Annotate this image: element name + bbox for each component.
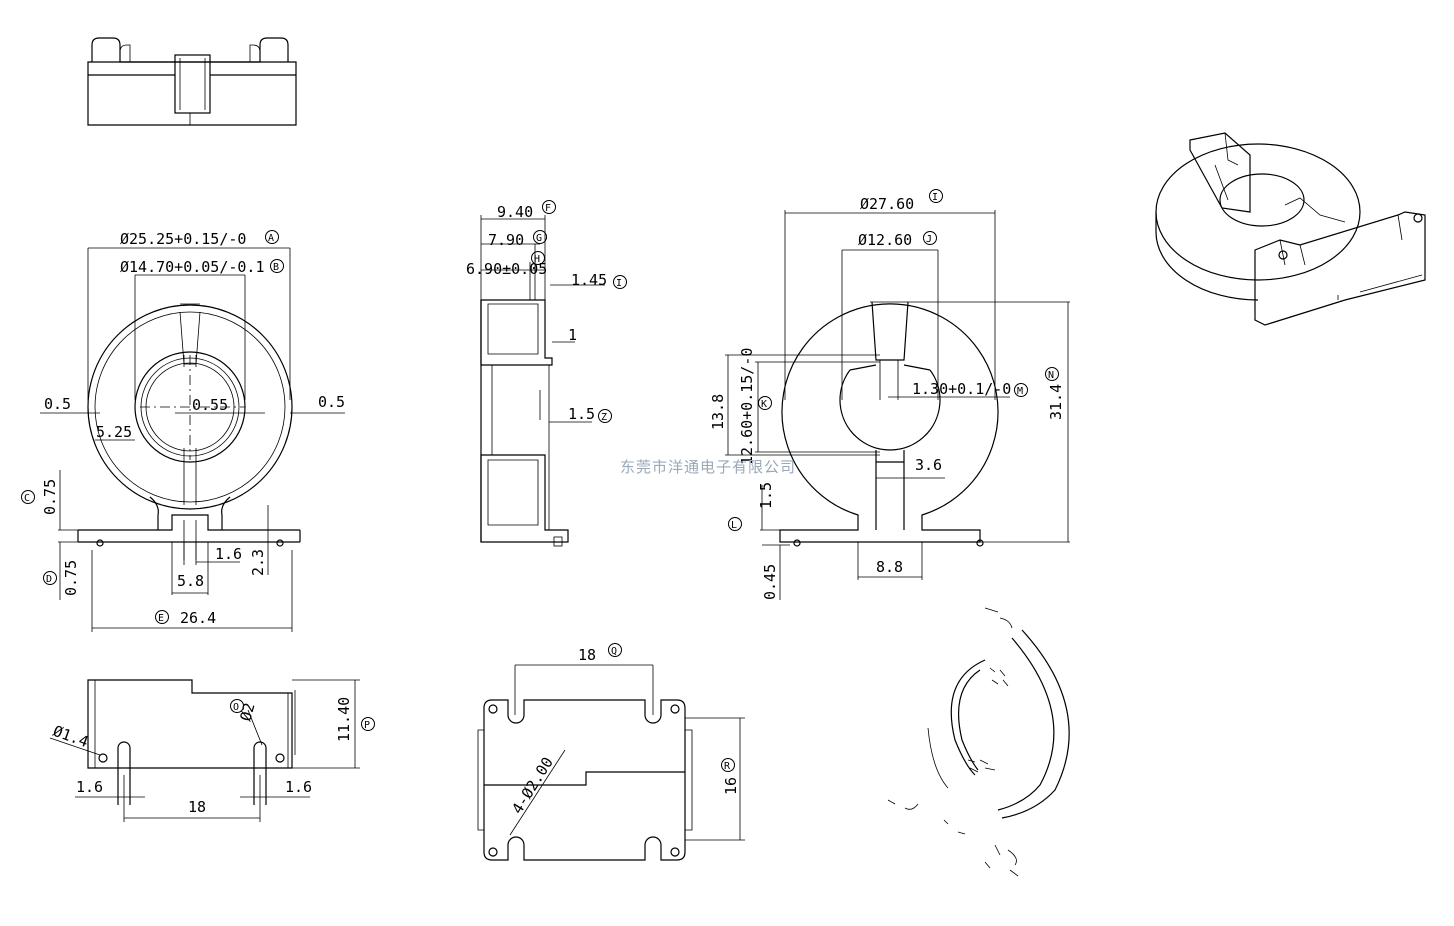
dim-core-height: 12.60+0.15/-0 <box>738 348 756 465</box>
section-view: Ø27.60 Ø12.60 31.4 13.8 12.60+0.15/-0 1.… <box>709 195 1070 600</box>
dim-inner-diameter: Ø14.70+0.05/-0.1 <box>120 258 265 276</box>
dim-flange: 1.45 <box>571 271 607 289</box>
dim-outer: Ø27.60 <box>860 195 914 213</box>
dim-inner-height: 13.8 <box>709 394 727 430</box>
marker-n: N <box>1048 370 1054 381</box>
dim-depth-body: 7.90 <box>488 231 524 249</box>
marker-h: H <box>534 254 540 265</box>
dim-wall-left: 0.5 <box>44 395 71 413</box>
marker-c: C <box>24 493 30 504</box>
base-view: 18 16 4-Ø2.00 <box>477 646 745 861</box>
dim-edge-right: 1.6 <box>285 778 312 796</box>
dim-depth-core: 6.90±0.05 <box>466 260 547 278</box>
curved-sketch <box>887 607 1070 877</box>
watermark: 东莞市洋通电子有限公司 <box>620 458 796 476</box>
dim-base-thick-bottom: 0.75 <box>62 560 80 596</box>
marker-z: Z <box>601 412 607 423</box>
marker-section-outer: I <box>932 192 938 203</box>
marker-q: Q <box>611 646 617 657</box>
dim-pin-spacing: 5.8 <box>177 572 204 590</box>
dim-width: 18 <box>578 646 596 664</box>
dim-height: 16 <box>722 777 740 795</box>
marker-p: P <box>364 720 370 731</box>
marker-r: R <box>724 761 731 772</box>
dim-inner-offset: 5.25 <box>96 423 132 441</box>
dim-center-gap: 0.55 <box>192 396 228 414</box>
isometric-view <box>1155 132 1426 326</box>
reference-markers: A B C D E F G H I I J K L M N O P Q R <box>21 189 1059 772</box>
dim-step: 1 <box>568 326 577 344</box>
marker-o: O <box>233 702 239 713</box>
dim-neck-width: 8.8 <box>876 558 903 576</box>
dim-edge-left: 1.6 <box>76 778 103 796</box>
marker-j: J <box>926 234 932 245</box>
top-view <box>87 37 297 126</box>
dim-hole-large: Ø2 <box>236 701 258 723</box>
marker-f: F <box>545 203 551 214</box>
dim-pin-spacing: 18 <box>188 798 206 816</box>
marker-k: K <box>761 399 767 410</box>
dim-height: 11.40 <box>335 697 353 742</box>
marker-l: L <box>731 520 737 531</box>
dim-total-width: 26.4 <box>180 609 216 627</box>
dim-height: 31.4 <box>1047 384 1065 420</box>
bottom-view: 11.40 Ø2 Ø1.4 1.6 18 1.6 <box>49 679 360 822</box>
marker-d: D <box>46 574 52 585</box>
marker-m: M <box>1017 386 1023 397</box>
dim-hole-small: Ø1.4 <box>51 722 91 751</box>
dim-gap: 1.30+0.1/-0 <box>912 380 1011 398</box>
marker-g: G <box>536 233 542 244</box>
side-view: 9.40 7.90 6.90±0.05 1.45 1 1.5 <box>466 203 607 547</box>
dim-base-height: 1.5 <box>757 482 775 509</box>
dim-pin-length: 2.3 <box>249 549 267 576</box>
dim-pin-width: 1.6 <box>215 545 242 563</box>
marker-e: E <box>158 613 164 624</box>
dim-inner: Ø12.60 <box>858 231 912 249</box>
dim-pin-offset: 0.45 <box>761 564 779 600</box>
dim-neck: 3.6 <box>915 456 942 474</box>
dim-outer-diameter: Ø25.25+0.15/-0 <box>120 230 246 248</box>
marker-i: I <box>616 278 622 289</box>
dim-base-thick-top: 0.75 <box>41 479 59 515</box>
dim-slot: 1.5 <box>568 405 595 423</box>
dim-depth-total: 9.40 <box>497 203 533 221</box>
dim-wall-right: 0.5 <box>318 393 345 411</box>
marker-b: B <box>273 262 279 273</box>
front-view: Ø25.25+0.15/-0 Ø14.70+0.05/-0.1 0.5 0.5 … <box>40 230 345 632</box>
marker-a: A <box>268 233 274 244</box>
